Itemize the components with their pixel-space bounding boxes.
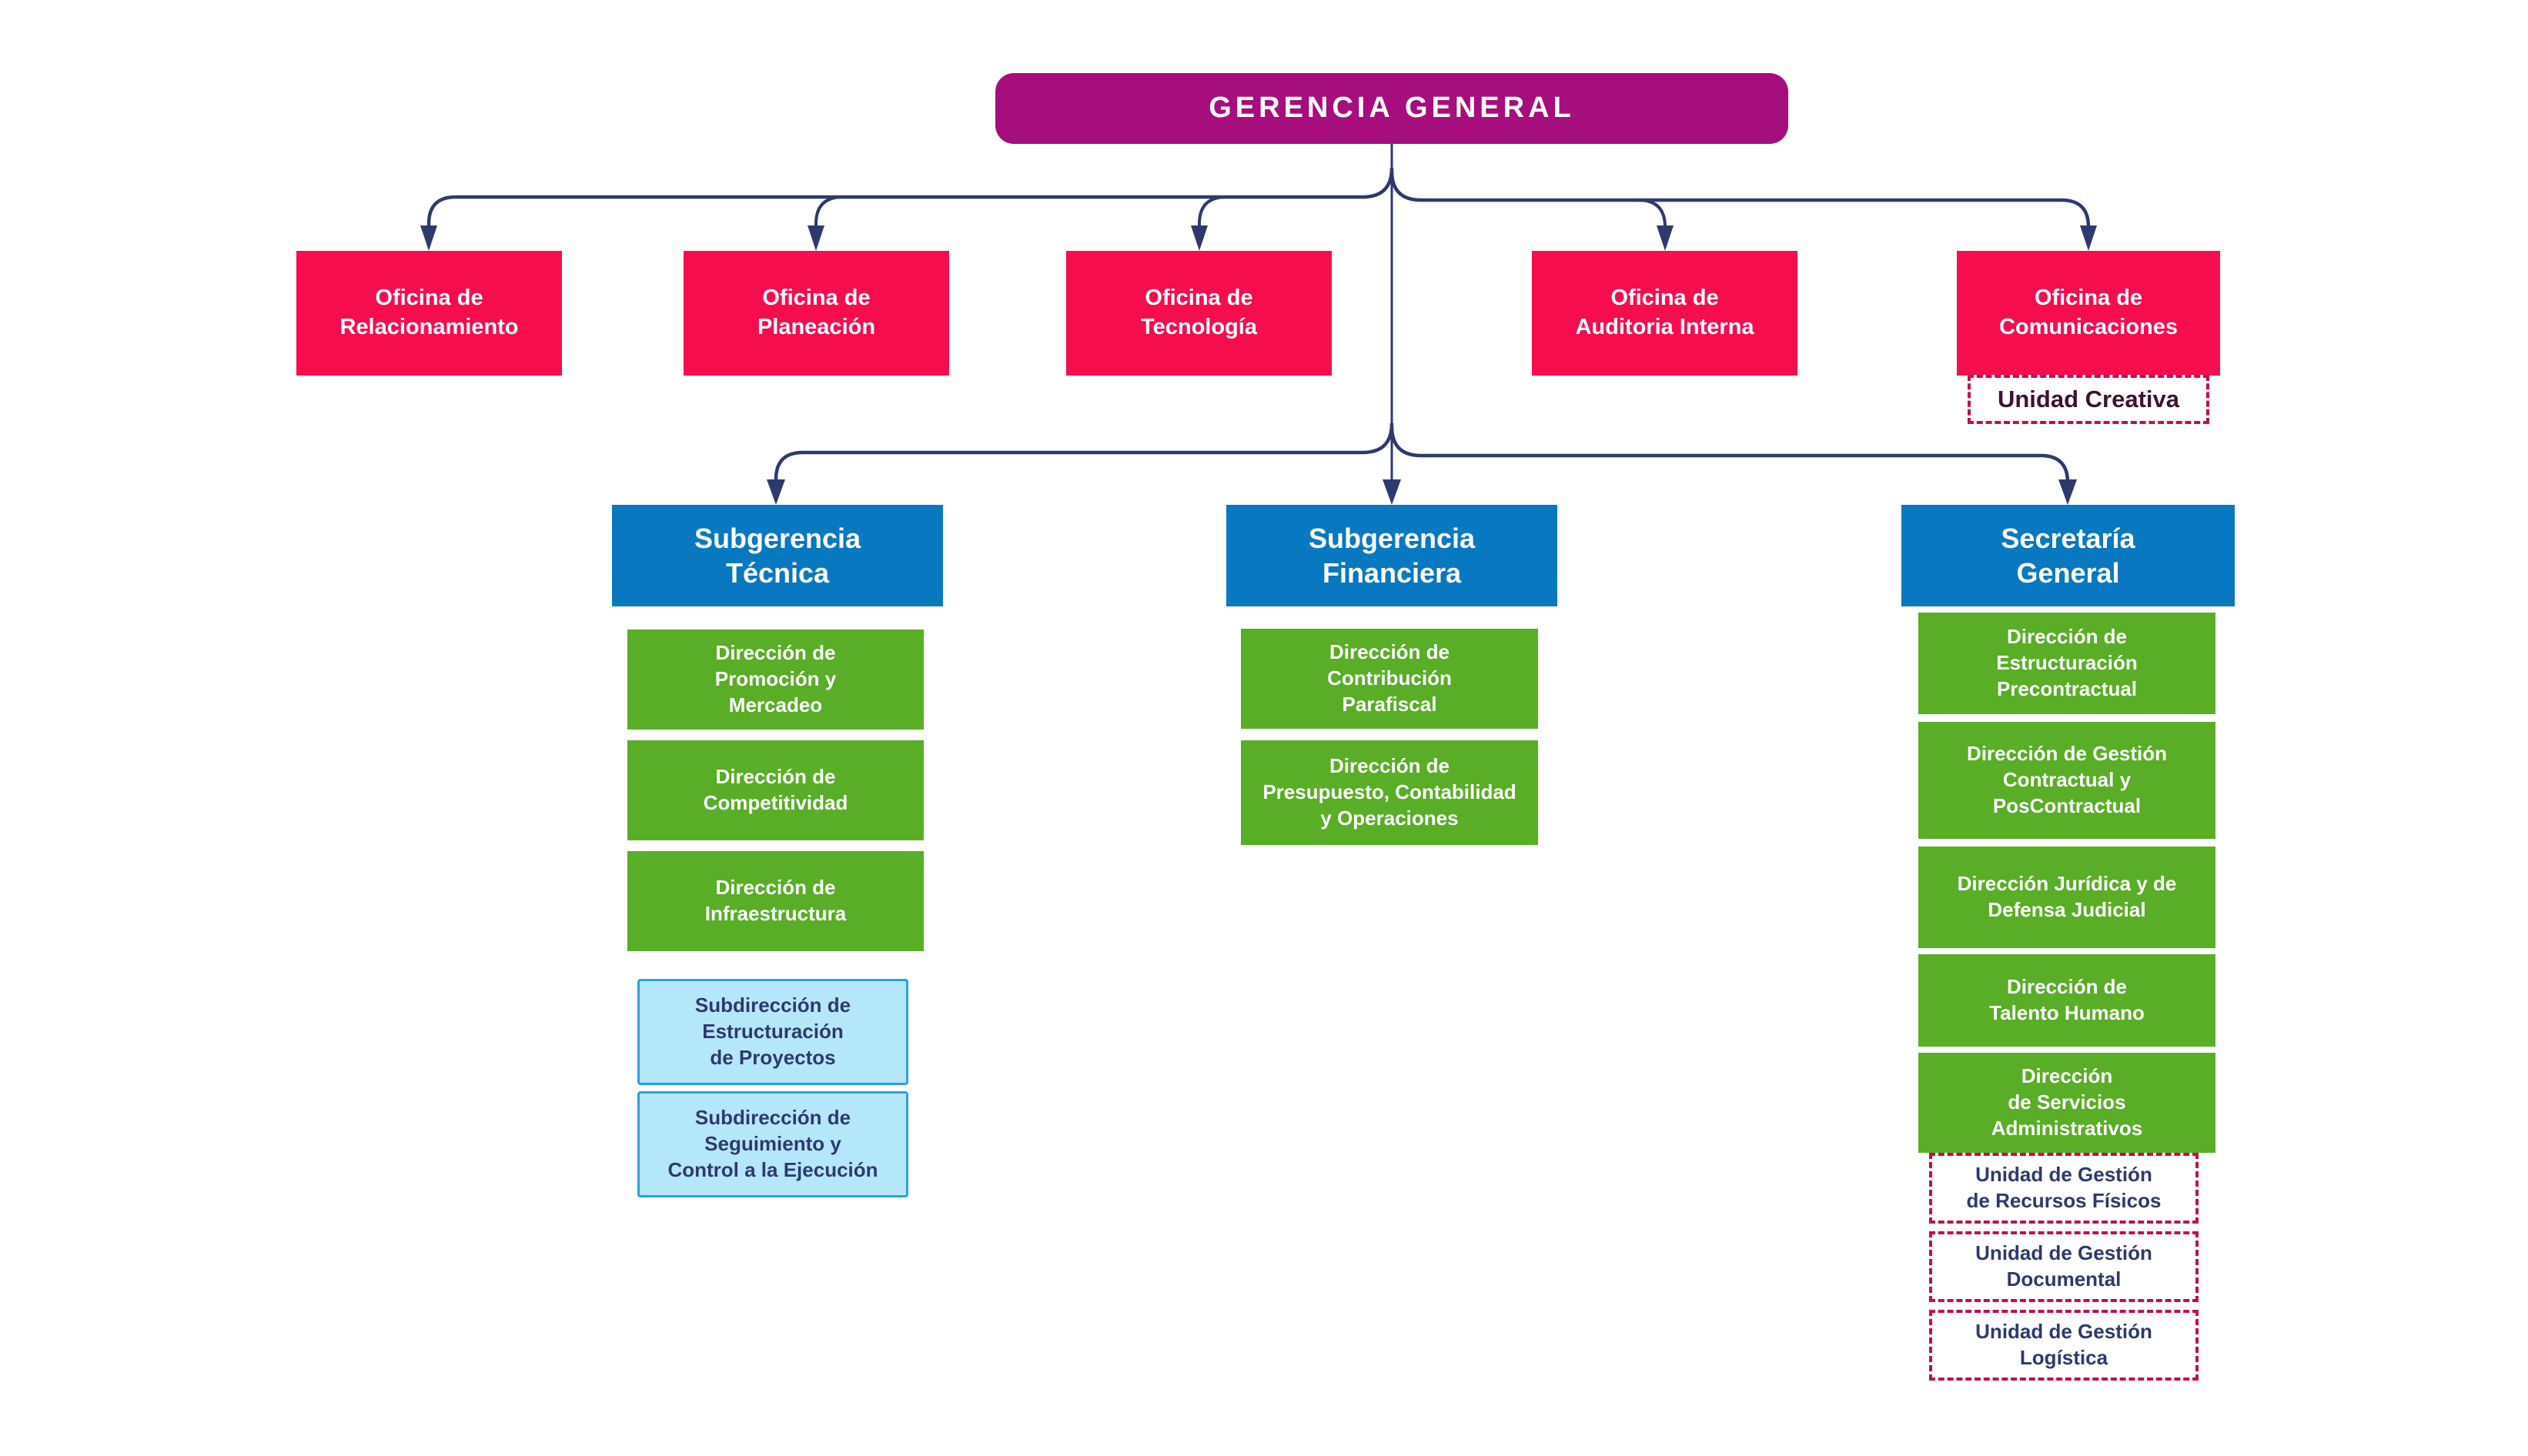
office-relacionamiento-box: Oficina de Relacionamiento (296, 251, 562, 376)
secretaria-general-box: Secretaría General (1901, 505, 2235, 606)
arrow-comunicaciones (2080, 225, 2097, 251)
unidad-gestion-logistica-box: Unidad de Gestión Logística (1929, 1310, 2199, 1381)
arrow-subgerencia-tecnica (767, 479, 785, 505)
direccion-contribucion-parafiscal-box: Dirección de Contribución Parafiscal (1241, 629, 1538, 729)
arrow-auditoria (1657, 225, 1674, 251)
direccion-servicios-administrativos-box: Dirección de Servicios Administrativos (1918, 1053, 2215, 1153)
subdireccion-estructuracion-proyectos-box: Subdirección de Estructuración de Proyec… (637, 979, 908, 1085)
connector-level1-right (1389, 170, 2091, 231)
unidad-creativa-box: Unidad Creativa (1968, 375, 2209, 424)
unidad-gestion-documental-box: Unidad de Gestión Documental (1929, 1231, 2199, 1302)
arrow-secretaria-general (2058, 479, 2077, 505)
direccion-talento-humano-box: Dirección de Talento Humano (1918, 954, 2215, 1047)
gerencia-general-box: GERENCIA GENERAL (995, 73, 1788, 144)
subgerencia-financiera-box: Subgerencia Financiera (1226, 505, 1557, 606)
connector-level2-right (1389, 426, 2070, 483)
connector-level2-left (774, 422, 1394, 482)
direccion-competitividad-box: Dirección de Competitividad (627, 740, 924, 840)
direccion-gestion-contractual-box: Dirección de Gestión Contractual y PosCo… (1918, 722, 2215, 839)
direccion-juridica-defensa-judicial-box: Dirección Jurídica y de Defensa Judicial (1918, 847, 2215, 948)
connector-branch-planeacion (814, 195, 844, 228)
unidad-gestion-recursos-fisicos-box: Unidad de Gestión de Recursos Físicos (1929, 1153, 2199, 1224)
direccion-presupuesto-contabilidad-box: Dirección de Presupuesto, Contabilidad y… (1241, 740, 1538, 845)
direccion-estructuracion-precontractual-box: Dirección de Estructuración Precontractu… (1918, 613, 2215, 714)
office-planeacion-box: Oficina de Planeación (684, 251, 949, 376)
direccion-infraestructura-box: Dirección de Infraestructura (627, 851, 924, 951)
connector-level1-left (426, 167, 1394, 228)
office-comunicaciones-box: Oficina de Comunicaciones (1957, 251, 2220, 376)
arrow-planeacion (808, 225, 824, 251)
arrow-subgerencia-financiera (1383, 479, 1401, 505)
office-tecnologia-box: Oficina de Tecnología (1066, 251, 1332, 376)
arrow-relacionamiento (420, 225, 437, 251)
connector-branch-tecnologia (1198, 195, 1227, 228)
arrow-tecnologia (1191, 225, 1208, 251)
direccion-promocion-mercadeo-box: Dirección de Promoción y Mercadeo (627, 629, 924, 730)
office-auditoria-interna-box: Oficina de Auditoria Interna (1532, 251, 1797, 376)
subgerencia-tecnica-box: Subgerencia Técnica (612, 505, 943, 606)
subdireccion-seguimiento-control-box: Subdirección de Seguimiento y Control a … (637, 1091, 908, 1197)
